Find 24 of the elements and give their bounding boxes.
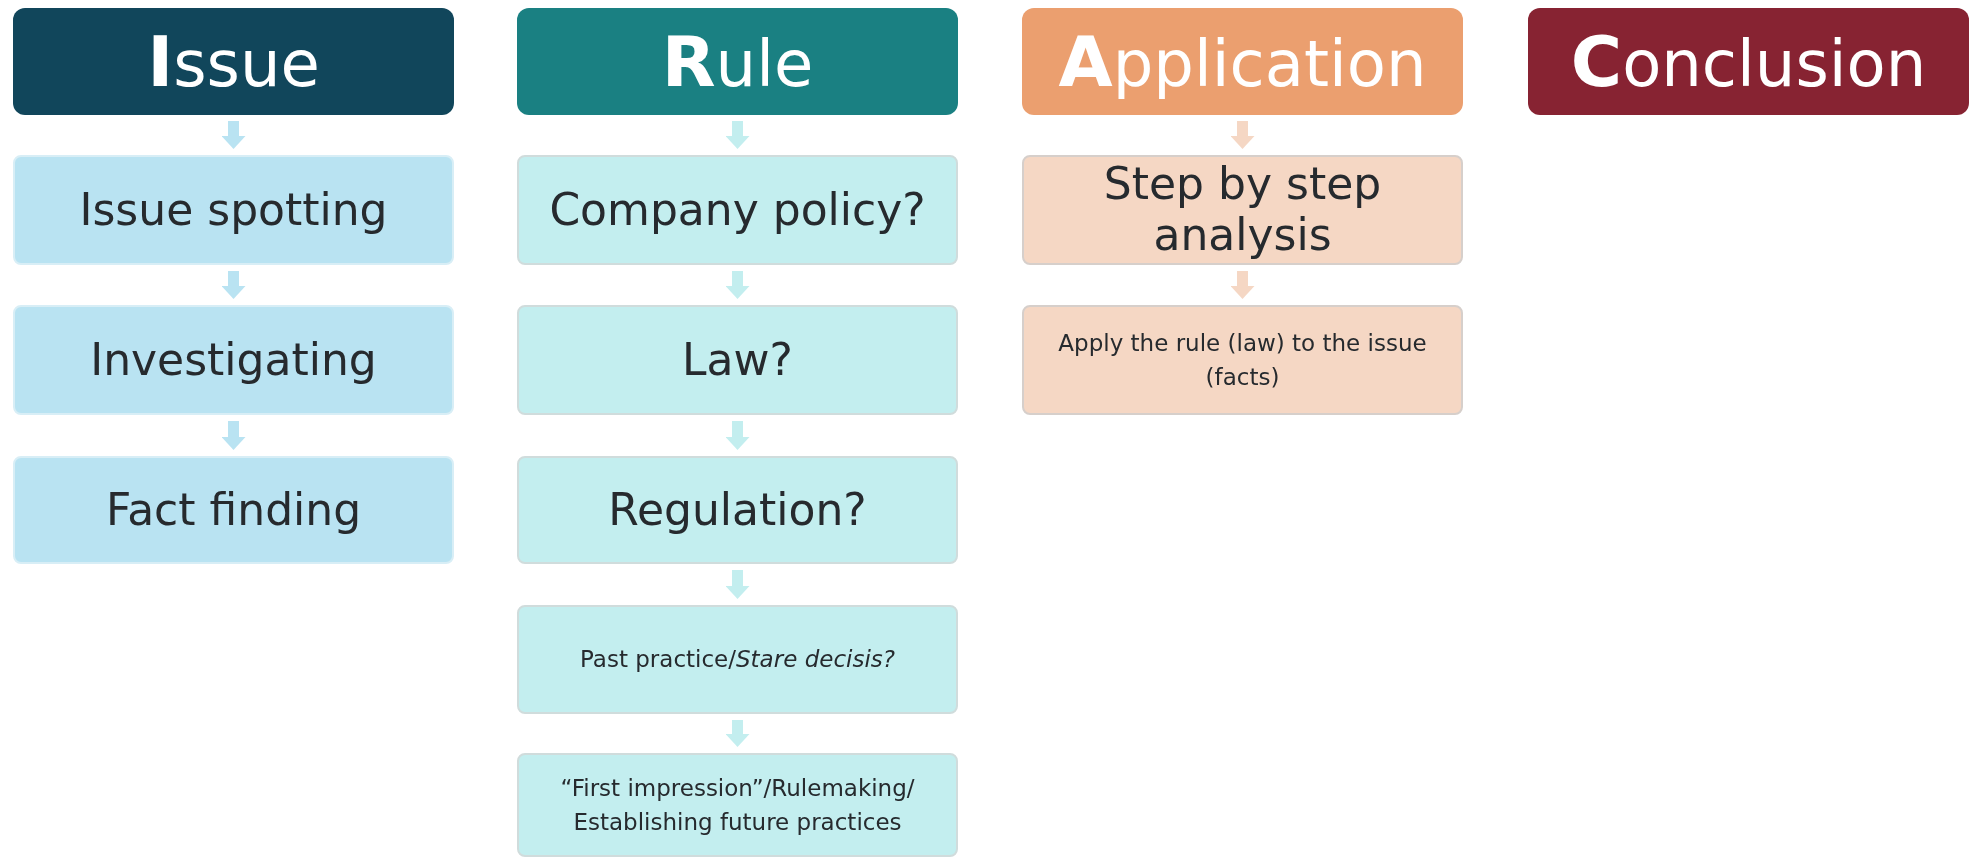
down-arrow (1230, 121, 1255, 149)
down-arrow (221, 121, 246, 149)
down-arrow (725, 720, 750, 747)
step-box: Apply the rule (law) to the issue (facts) (1022, 305, 1463, 415)
step-box: Company policy? (517, 155, 958, 265)
down-arrow (725, 570, 750, 599)
heading-box: Rule (517, 8, 958, 115)
down-arrow (221, 271, 246, 299)
down-arrow (221, 421, 246, 450)
step-box: Regulation? (517, 456, 958, 564)
heading-box: Issue (13, 8, 454, 115)
down-arrow (725, 121, 750, 149)
step-box: Law? (517, 305, 958, 415)
step-box: Investigating (13, 305, 454, 415)
down-arrow (725, 421, 750, 450)
heading-box: Conclusion (1528, 8, 1969, 115)
step-box: Step by step analysis (1022, 155, 1463, 265)
step-box: Past practice/Stare decisis? (517, 605, 958, 714)
heading-box: Application (1022, 8, 1463, 115)
step-box: “First impression”/Rulemaking/ Establishing future practices (517, 753, 958, 857)
step-box: Fact finding (13, 456, 454, 564)
down-arrow (725, 271, 750, 299)
down-arrow (1230, 271, 1255, 299)
step-box: Issue spotting (13, 155, 454, 265)
